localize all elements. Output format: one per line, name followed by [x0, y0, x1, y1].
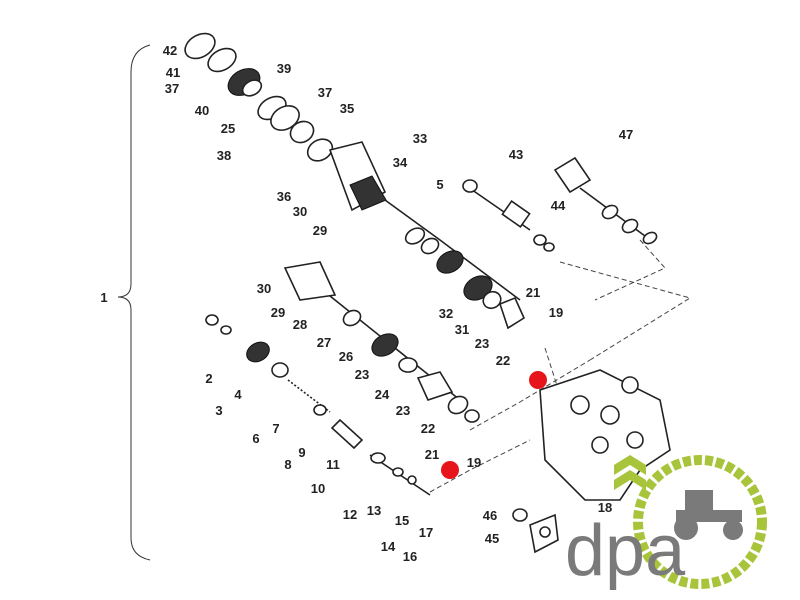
callout-38: 38 [217, 148, 231, 163]
logo-text: dpa [565, 511, 686, 591]
callout-10: 10 [311, 481, 325, 496]
callout-31: 31 [455, 322, 469, 337]
highlight-marker[interactable] [529, 371, 547, 389]
callout-27: 27 [317, 335, 331, 350]
callout-44: 44 [551, 198, 566, 213]
callout-40: 40 [195, 103, 209, 118]
leaf-chevron-icon [614, 455, 646, 490]
callout-28: 28 [293, 317, 307, 332]
gear-ring-icon [633, 455, 767, 589]
callout-14: 14 [381, 539, 396, 554]
callout-labels: 4241374039253837353630293334543474413029… [100, 43, 633, 564]
callout-22: 22 [496, 353, 510, 368]
callout-23: 23 [355, 367, 369, 382]
callout-13: 13 [367, 503, 381, 518]
callout-34: 34 [393, 155, 408, 170]
callout-2: 2 [205, 371, 212, 386]
callout-25: 25 [221, 121, 235, 136]
callout-24: 24 [375, 387, 390, 402]
callout-30: 30 [293, 204, 307, 219]
callout-45: 45 [485, 531, 499, 546]
callout-5: 5 [436, 177, 443, 192]
callout-6: 6 [252, 431, 259, 446]
callout-43: 43 [509, 147, 523, 162]
callout-32: 32 [439, 306, 453, 321]
lower-spool-assembly [205, 314, 431, 496]
callout-21: 21 [425, 447, 439, 462]
callout-9: 9 [298, 445, 305, 460]
callout-15: 15 [395, 513, 409, 528]
callout-33: 33 [413, 131, 427, 146]
callout-35: 35 [340, 101, 354, 116]
cover-plate [512, 508, 559, 554]
callout-18: 18 [598, 500, 612, 515]
callout-37: 37 [165, 81, 179, 96]
callout-29: 29 [271, 305, 285, 320]
callout-41: 41 [166, 65, 180, 80]
callout-42: 42 [163, 43, 177, 58]
assembly-bracket [117, 44, 151, 561]
tractor-icon [674, 490, 743, 540]
callout-7: 7 [272, 421, 279, 436]
callout-1: 1 [100, 290, 107, 305]
callout-19: 19 [549, 305, 563, 320]
callout-29: 29 [313, 223, 327, 238]
callout-46: 46 [483, 508, 497, 523]
callout-12: 12 [343, 507, 357, 522]
callout-3: 3 [215, 403, 222, 418]
callout-47: 47 [619, 127, 633, 142]
callout-19: 19 [467, 455, 481, 470]
upper-spool-assembly [184, 32, 526, 330]
callout-23: 23 [475, 336, 489, 351]
callout-17: 17 [419, 525, 433, 540]
highlight-marker[interactable] [441, 461, 459, 479]
callout-23: 23 [396, 403, 410, 418]
callout-16: 16 [403, 549, 417, 564]
callout-26: 26 [339, 349, 353, 364]
callout-37: 37 [318, 85, 332, 100]
callout-4: 4 [234, 387, 242, 402]
callout-39: 39 [277, 61, 291, 76]
callout-21: 21 [526, 285, 540, 300]
dpa-logo: dpa [565, 455, 767, 591]
middle-spool-assembly [283, 261, 480, 423]
callout-36: 36 [277, 189, 291, 204]
callout-11: 11 [326, 457, 340, 472]
callout-22: 22 [421, 421, 435, 436]
callout-8: 8 [284, 457, 291, 472]
fitting-assemblies [462, 156, 658, 252]
callout-30: 30 [257, 281, 271, 296]
